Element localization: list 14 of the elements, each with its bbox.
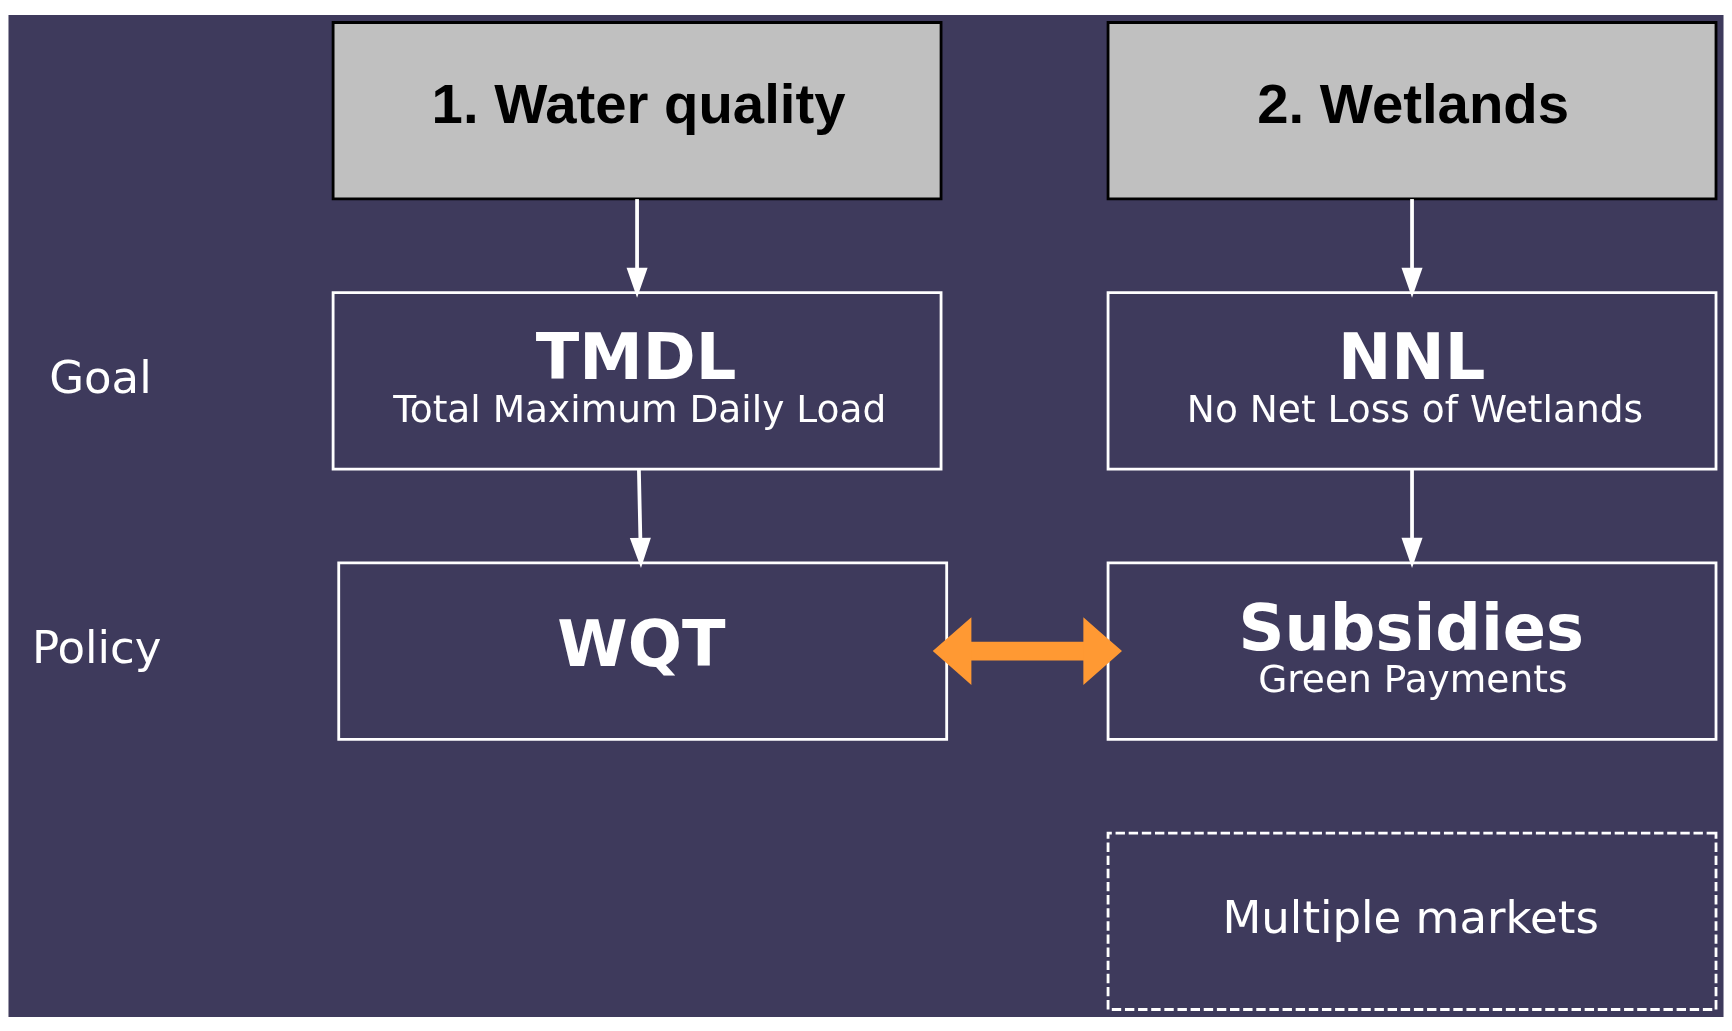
arrow <box>1401 468 1423 568</box>
arrow <box>1401 198 1423 298</box>
node-box: 2. Wetlands <box>1106 20 1718 200</box>
node-box: TMDL Total Maximum Daily Load <box>331 290 943 470</box>
node-box: WQT <box>337 561 949 741</box>
node-box: Multiple markets <box>1106 831 1718 1011</box>
label: Goal <box>49 350 152 404</box>
arrow <box>626 198 648 298</box>
node-box: Subsidies Green Payments <box>1106 561 1718 741</box>
label: Policy <box>31 620 162 674</box>
node-box: 1. Water quality <box>331 20 943 200</box>
arrow <box>629 468 651 568</box>
node-box: NNL No Net Loss of Wetlands <box>1106 290 1718 470</box>
arrow <box>932 616 1122 685</box>
